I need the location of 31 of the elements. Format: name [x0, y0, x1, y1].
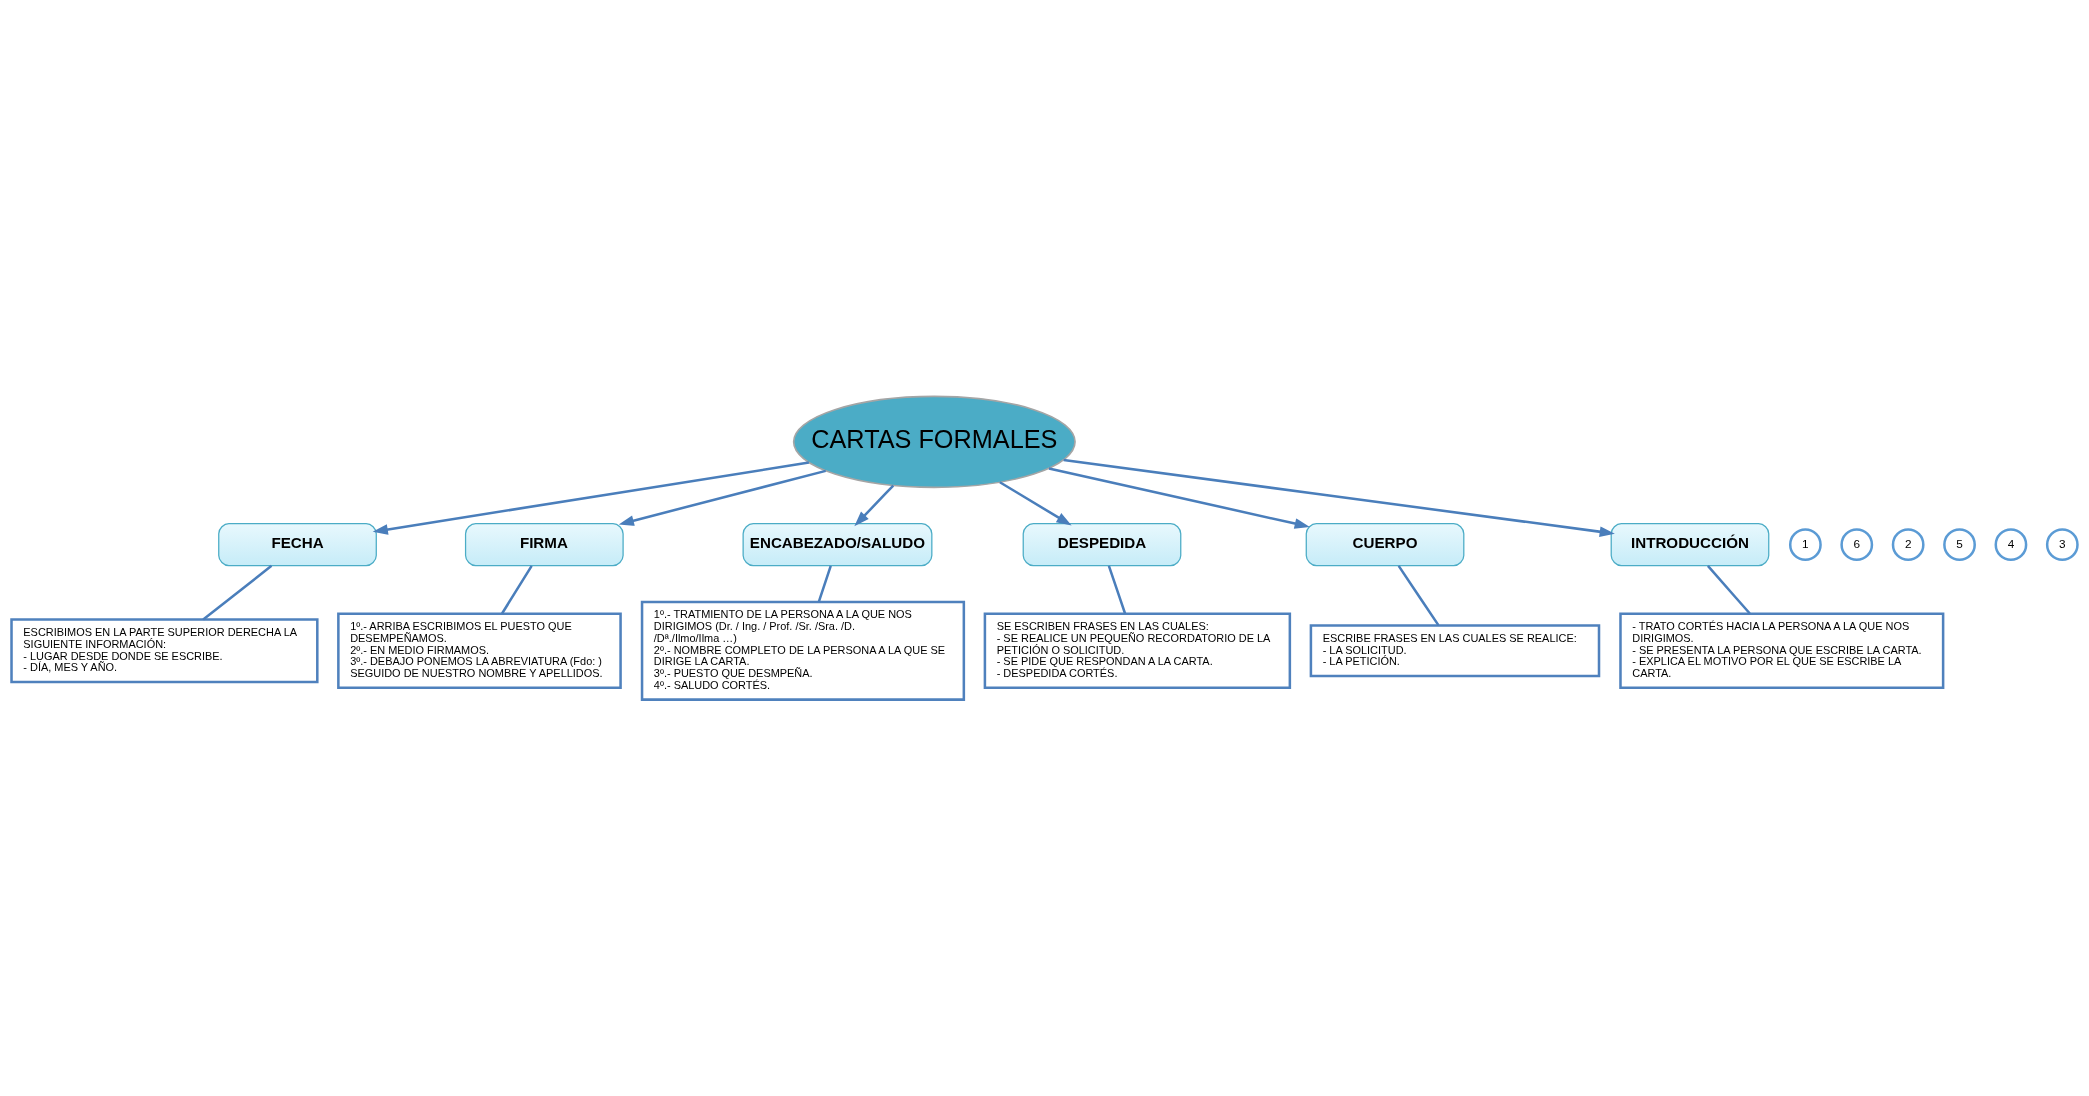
- node-box: 1º.- ARRIBA ESCRIBIMOS EL PUESTO QUE DESEMPEÑAMOS. 2º.- EN MEDIO FIRMAMOS. 3º.- DEBAJO PONEMOS LA ABREVIATURA (Fdo: ) SEGUIDO DE NUESTRO NOMBRE Y APELLIDOS.: [337, 612, 622, 690]
- node-box: ESCRIBIMOS EN LA PARTE SUPERIOR DERECHA LA SIGUIENTE INFORMACIÓN: - LUGAR DESDE DONDE SE ESCRIBE. - DÍA, MES Y AÑO.: [10, 618, 319, 684]
- node-circle: 2: [1891, 528, 1925, 562]
- connector: [1397, 565, 1440, 626]
- node-box: CUERPO: [1305, 522, 1465, 567]
- node-box: SE ESCRIBEN FRASES EN LAS CUALES: - SE REALICE UN PEQUEÑO RECORDATORIO DE LA PETICIÓN O SOLICITUD. - SE PIDE QUE RESPONDAN A LA CARTA. - DESPEDIDA CORTÉS.: [983, 612, 1292, 690]
- arrow: [372, 461, 810, 535]
- node-box: INTRODUCCIÓN: [1610, 522, 1770, 567]
- node-circle: 5: [1943, 528, 1976, 562]
- arrow: [1063, 458, 1615, 537]
- node-box: 1º.- TRATMIENTO DE LA PERSONA A LA QUE NOS DIRIGIMOS (Dr. / Ing. / Prof. /Sr. /Sra. /D. /Dª./Ilmo/Ilma …) 2º.- NOMBRE COMPLETO DE LA PERSONA A LA QUE SE DIRIGE LA CARTA. 3º.- PUESTO QUE DESMPEÑA. 4º.- SALUDO CORTÉS.: [640, 600, 966, 701]
- connector: [202, 564, 273, 621]
- node-ellipse: CARTAS FORMALES: [792, 395, 1076, 489]
- node-circle: 3: [2045, 528, 2079, 562]
- node-box: DESPEDIDA: [1022, 522, 1182, 567]
- node-box: - TRATO CORTÉS HACIA LA PERSONA A LA QUE NOS DIRIGIMOS. - SE PRESENTA LA PERSONA QUE ESCRIBE LA CARTA. - EXPLICA EL MOTIVO POR EL QUE SE ESCRIBE LA CARTA.: [1619, 612, 1945, 690]
- node-circle: 6: [1840, 528, 1874, 562]
- node-box: ESCRIBE FRASES EN LAS CUALES SE REALICE: - LA SOLICITUD. - LA PETICIÓN.: [1309, 624, 1601, 678]
- arrow: [618, 469, 827, 526]
- node-box: ENCABEZADO/SALUDO: [742, 522, 933, 567]
- connector: [1706, 565, 1751, 615]
- node-box: FIRMA: [464, 522, 624, 567]
- arrow: [1048, 467, 1310, 529]
- connector: [817, 565, 832, 603]
- connector: [1107, 565, 1127, 614]
- connector: [501, 565, 533, 615]
- node-circle: 4: [1994, 528, 2028, 562]
- arrow: [999, 481, 1072, 526]
- arrow: [854, 484, 895, 527]
- node-circle: 1: [1788, 528, 1822, 562]
- node-box: FECHA: [218, 522, 377, 567]
